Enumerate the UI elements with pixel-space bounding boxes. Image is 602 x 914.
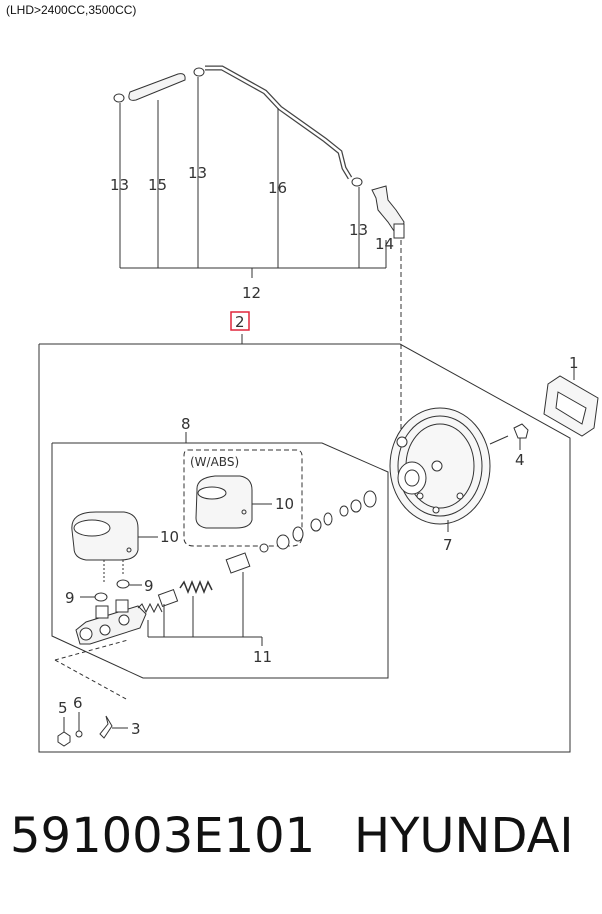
callout-4[interactable]: 4 <box>515 451 525 469</box>
master-cylinder-frame <box>51 432 389 679</box>
hose-clamp-right[interactable] <box>351 177 363 187</box>
booster-mounting-nut[interactable] <box>513 423 529 450</box>
callout-3[interactable]: 3 <box>131 720 141 738</box>
mounting-bracket-parts[interactable] <box>54 639 129 747</box>
master-cylinder-inner-parts[interactable] <box>137 543 269 646</box>
reservoir-grommet-right[interactable] <box>116 579 142 589</box>
hose-clamp-left[interactable] <box>113 93 125 103</box>
vacuum-hose[interactable] <box>128 73 186 101</box>
abs-option-box <box>183 449 303 547</box>
callout-8[interactable]: 8 <box>181 415 191 433</box>
abs-reservoir[interactable] <box>195 475 272 529</box>
brake-booster[interactable] <box>389 407 509 532</box>
brake-booster-diagram: 13 15 13 16 13 14 12 2 1 8 4 10 10 7 9 9… <box>38 65 599 753</box>
booster-assembly-frame <box>38 334 571 753</box>
callout-12[interactable]: 12 <box>242 284 261 302</box>
callout-13-middle[interactable]: 13 <box>188 164 207 182</box>
callout-10[interactable]: 10 <box>160 528 179 546</box>
callout-2[interactable]: 2 <box>235 313 245 331</box>
booster-gasket[interactable] <box>543 366 599 437</box>
callout-13-left[interactable]: 13 <box>110 176 129 194</box>
callout-11[interactable]: 11 <box>253 648 272 666</box>
diagram-note: (LHD>2400CC,3500CC) <box>6 3 137 17</box>
callout-14[interactable]: 14 <box>375 235 394 253</box>
callout-6[interactable]: 6 <box>73 694 83 712</box>
brand-name: HYUNDAI <box>354 808 574 864</box>
seal-rings[interactable] <box>276 490 377 550</box>
hose-clamp-middle[interactable] <box>193 67 205 77</box>
callout-15[interactable]: 15 <box>148 176 167 194</box>
callout-1[interactable]: 1 <box>569 354 579 372</box>
callout-2-highlight[interactable] <box>230 311 250 331</box>
callout-5[interactable]: 5 <box>58 699 68 717</box>
brake-fluid-reservoir[interactable] <box>71 511 158 582</box>
callout-9-right[interactable]: 9 <box>144 577 154 595</box>
callout-9-left[interactable]: 9 <box>65 589 75 607</box>
reservoir-grommet-left[interactable] <box>80 592 108 602</box>
abs-option-label: (W/ABS) <box>190 455 239 469</box>
master-cylinder[interactable] <box>75 599 147 645</box>
callout-10-abs[interactable]: 10 <box>275 495 294 513</box>
callout-7[interactable]: 7 <box>443 536 453 554</box>
vacuum-hose-group <box>113 65 405 430</box>
callout-13-right[interactable]: 13 <box>349 221 368 239</box>
callout-16[interactable]: 16 <box>268 179 287 197</box>
part-number: 591003E101 <box>10 808 316 864</box>
